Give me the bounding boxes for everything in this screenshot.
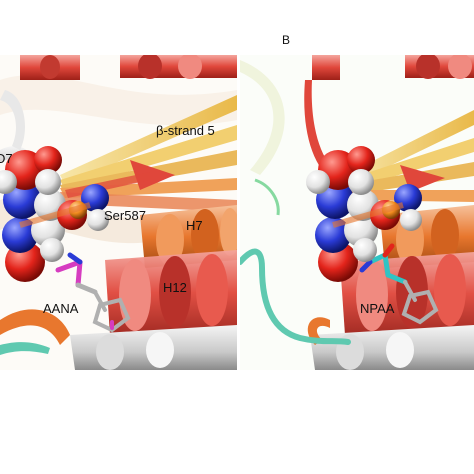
top-helix xyxy=(20,55,237,80)
ligand-sticks-left xyxy=(55,252,131,333)
helix-h12-label: H12 xyxy=(163,280,187,295)
residue-cut-label: D7 xyxy=(0,151,13,166)
right-panel xyxy=(240,55,474,370)
helix-h7-label: H7 xyxy=(186,218,203,233)
active-site-spheres-left xyxy=(0,146,109,282)
ligand-sticks-right xyxy=(359,243,439,325)
helix-h12 xyxy=(105,250,237,335)
ligand-label-right: NPAA xyxy=(360,301,395,316)
panel-letter-b: B xyxy=(282,33,290,47)
left-panel xyxy=(0,55,237,370)
active-site-spheres-right xyxy=(306,146,422,282)
serine-label: Ser587 xyxy=(104,208,146,223)
strand-label: β-strand 5 xyxy=(156,123,215,138)
ligand-label-left: AANA xyxy=(43,301,79,316)
beta-sheet xyxy=(60,95,237,212)
